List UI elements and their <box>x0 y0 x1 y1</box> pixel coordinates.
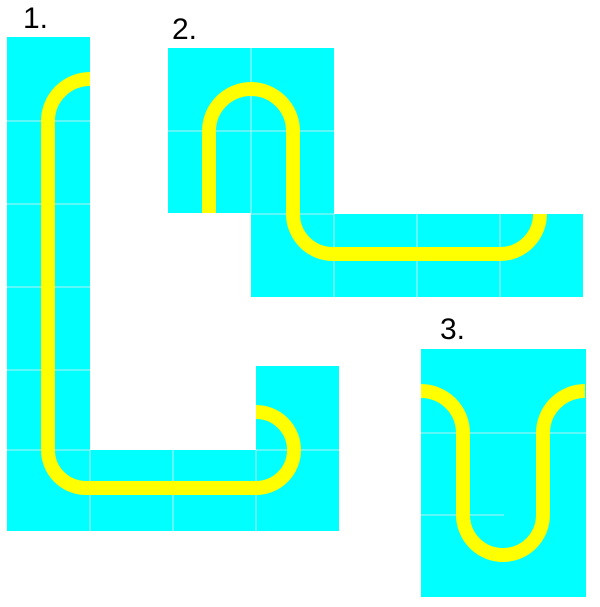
puzzle-3-pipe <box>420 384 586 562</box>
puzzle-3 <box>420 349 586 597</box>
puzzle-1 <box>7 37 339 531</box>
puzzle-1-pipe <box>41 72 301 495</box>
puzzle-3-label: 3. <box>440 313 466 346</box>
puzzle-2-label: 2. <box>172 13 198 46</box>
puzzle-2-pipe <box>202 81 547 261</box>
puzzle-2 <box>168 48 583 297</box>
puzzle-1-label: 1. <box>23 2 49 35</box>
